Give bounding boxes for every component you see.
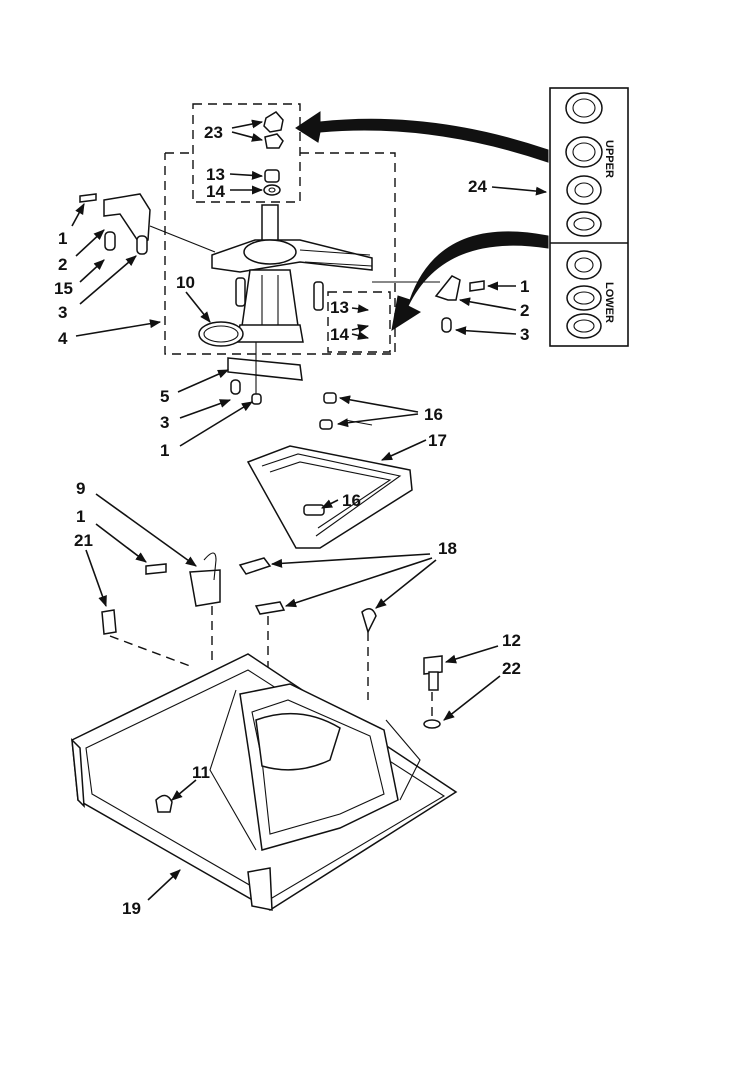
callout-11: 11 [192,763,210,782]
left-pump-bracket-parts [79,193,216,255]
callout-3-lower: 3 [160,413,169,432]
bracket-17 [246,392,413,549]
kit-pointer-arrows [295,111,549,332]
kit-label-upper: UPPER [603,140,615,178]
transmission-assembly [211,204,373,343]
callout-15: 15 [54,279,73,298]
callout-5: 5 [160,387,169,406]
callout-16-top: 16 [424,405,443,424]
callout-1-bracket: 1 [76,507,85,526]
callout-3-right: 3 [520,325,529,344]
leader-lines [71,119,548,901]
callout-14-inset: 14 [330,325,349,344]
callout-13-inset: 13 [330,298,349,317]
callout-1-lower: 1 [160,441,169,460]
callout-labels: 23 13 14 1 2 15 3 4 10 13 14 24 1 2 3 5 … [54,123,529,918]
lower-bracket-parts [227,342,303,405]
kit-label-lower: LOWER [603,282,615,323]
callout-21: 21 [74,531,93,550]
callout-9: 9 [76,479,85,498]
callout-1-left: 1 [58,229,67,248]
bracket-9-group [101,552,221,667]
clips-18 [238,557,377,700]
callout-3-left: 3 [58,303,67,322]
bolt-and-washer [423,655,443,729]
callout-4: 4 [58,329,68,348]
callout-10: 10 [176,273,195,292]
right-bracket-parts [372,275,485,333]
seal-stack-parts [263,111,284,196]
callout-17: 17 [428,431,447,450]
base-frame [71,653,458,911]
callout-24: 24 [468,177,487,196]
drive-belt [198,321,244,347]
callout-14-top: 14 [206,182,225,201]
callout-2-left: 2 [58,255,67,274]
seal-kit-box: UPPER LOWER [549,87,629,347]
callout-13-top: 13 [206,165,225,184]
callout-19: 19 [122,899,141,918]
callout-18: 18 [438,539,457,558]
lower-seal-rings [566,250,602,339]
callout-23: 23 [204,123,223,142]
upper-inset-box [164,103,396,355]
upper-seal-rings [565,92,603,237]
callout-16-mid: 16 [342,491,361,510]
callout-12: 12 [502,631,521,650]
callout-2-right: 2 [520,301,529,320]
callout-1-right: 1 [520,277,529,296]
callout-22: 22 [502,659,521,678]
